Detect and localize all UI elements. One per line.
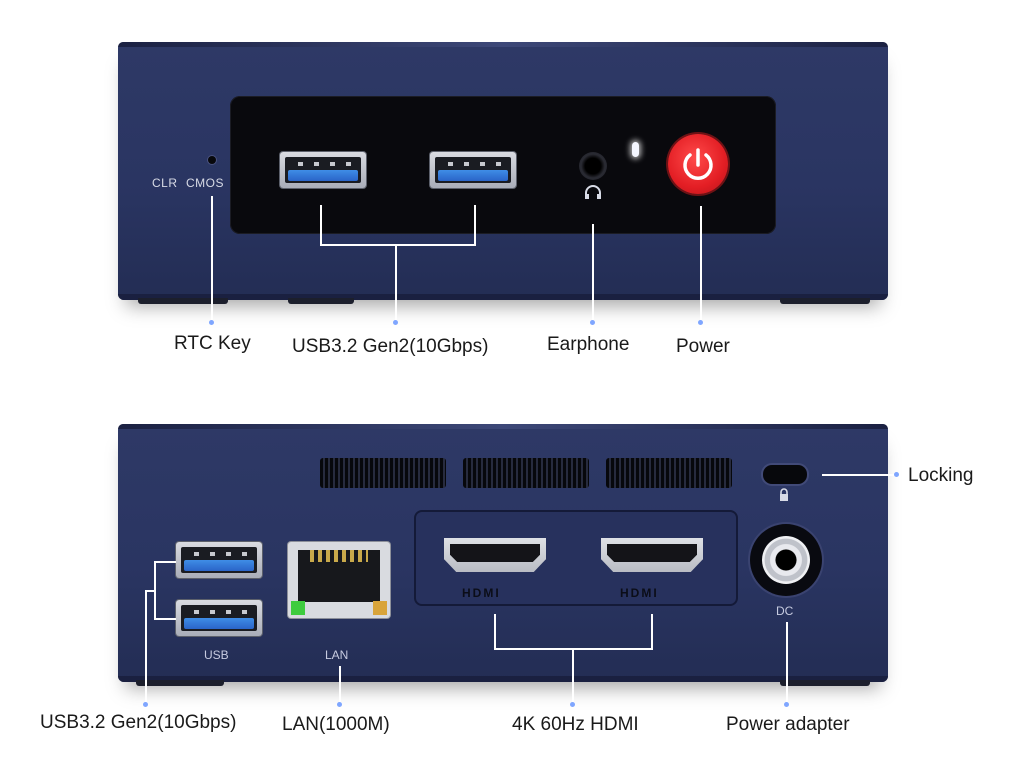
rtc-key-dot [209,320,214,325]
hdmi-bracket-left [494,614,496,650]
hdmi-spec-label: 4K 60Hz HDMI [512,714,639,735]
rear-usb-bracket-top [154,561,176,563]
dc-line [786,622,788,704]
rear-usb-line-down [145,590,147,704]
front-usb-port-2 [430,152,516,188]
power-button [668,134,728,194]
lan-port [288,542,390,618]
usb-bracket-bottom [320,244,476,246]
clr-cmos-pinhole [208,156,216,164]
dc-port-label: DC [776,604,794,618]
rtc-key-label: RTC Key [174,333,251,354]
hdmi-logo-1: HDMI [462,586,501,600]
front-usb-label: USB3.2 Gen2(10Gbps) [292,336,489,357]
kensington-lock-slot [763,465,807,484]
power-adapter-label: Power adapter [726,714,850,735]
lan-dot [337,702,342,707]
headphone-icon [585,185,601,199]
rear-usb-bracket-bottom [154,618,176,620]
earphone-jack [579,152,607,180]
earphone-dot [590,320,595,325]
front-foot-mid [288,298,354,304]
lan-port-label: LAN [325,648,349,662]
power-dot [698,320,703,325]
vent-3 [606,458,732,488]
usb-dot [393,320,398,325]
hdmi-port-2 [601,538,703,572]
vent-2 [463,458,589,488]
hdmi-dot [570,702,575,707]
hdmi-line [572,648,574,704]
vent-1 [320,458,446,488]
dc-power-jack [750,524,822,596]
hdmi-port-1 [444,538,546,572]
rear-usb-line [145,590,156,592]
dc-dot [784,702,789,707]
usb-line [395,244,397,322]
clr-label: CLR [152,176,178,190]
earphone-label: Earphone [547,334,630,355]
locking-line [822,474,898,476]
hdmi-logo-2: HDMI [620,586,659,600]
usb-bracket-left [320,205,322,245]
usb-port-label: USB [204,648,229,662]
rear-foot-right [780,680,870,686]
rear-foot-left [136,680,224,686]
locking-label: Locking [908,465,974,486]
lock-icon [780,488,788,501]
cmos-label: CMOS [186,176,224,190]
lan-line [339,666,341,704]
rear-usb-label: USB3.2 Gen2(10Gbps) [40,712,237,733]
front-foot-right [780,298,870,304]
rear-usb-port-1 [176,542,262,578]
locking-dot [894,472,899,477]
front-usb-port-1 [280,152,366,188]
usb-bracket-right [474,205,476,245]
earphone-line [592,224,594,322]
power-label: Power [676,336,730,357]
rear-usb-port-2 [176,600,262,636]
front-foot-left [138,298,228,304]
status-led [632,142,639,157]
power-line [700,206,702,322]
hdmi-bracket-right [651,614,653,650]
rear-usb-dot [143,702,148,707]
lan-speed-label: LAN(1000M) [282,714,390,735]
rtc-key-line [211,196,213,322]
power-icon [683,148,713,180]
